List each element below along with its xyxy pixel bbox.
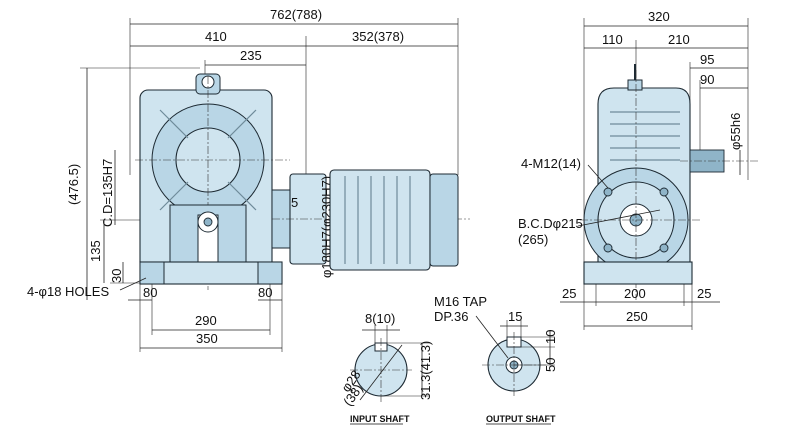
tap-label: M16 TAP (434, 294, 487, 309)
input-key-width-label: 8(10) (365, 311, 395, 326)
input-shaft-detail: 8(10) 31.3(41.3) φ28 (38) INPUT SHAFT (338, 311, 433, 425)
gear-length-label: 410 (205, 29, 227, 44)
base-thickness-label: 30 (109, 269, 124, 283)
input-shaft-caption: INPUT SHAFT (350, 414, 410, 424)
output-key-depth-label: 10 (543, 330, 558, 344)
side-fins (610, 111, 680, 161)
side-right-width-label: 210 (668, 32, 690, 47)
motor-fan-cover (429, 173, 459, 267)
foot-right-label: 80 (258, 285, 272, 300)
side-left-width-label: 110 (602, 32, 623, 47)
motor-fins (344, 176, 411, 264)
tap-depth-label: DP.36 (434, 309, 468, 324)
input-key-height-label: 31.3(41.3) (418, 341, 433, 400)
bcd-alt-label: (265) (518, 232, 548, 247)
side-base (583, 261, 693, 285)
shaft-ext-outer-label: 95 (700, 52, 714, 67)
base-length-label: 350 (196, 331, 218, 346)
output-shaft-half-label: 50 (543, 358, 558, 372)
side-breather (627, 79, 643, 91)
side-overall-width-label: 320 (648, 9, 670, 24)
flange-step-label: 5 (291, 195, 298, 210)
top-offset-label: 235 (240, 48, 262, 63)
bolt-hole (603, 187, 613, 197)
holes-label: 4-φ18 HOLES (27, 284, 109, 299)
shaft-height-label: 135 (88, 240, 103, 262)
front-view: 762(788) 410 352(378) 235 (476.5) C.D=13… (27, 7, 470, 352)
motor-length-label: 352(378) (352, 29, 404, 44)
overall-length-label: 762(788) (270, 7, 322, 22)
thread-label: 4-M12(14) (521, 156, 581, 171)
output-key-width-label: 15 (508, 309, 522, 324)
base-width-label: 250 (626, 309, 648, 324)
base-left-label: 25 (562, 286, 576, 301)
hole-spacing-label: 290 (195, 313, 217, 328)
shaft-dia-label: φ55h6 (728, 113, 743, 150)
bcd-label: B.C.Dφ215 (518, 216, 583, 231)
bolt-hole (659, 243, 669, 253)
output-shaft-detail: M16 TAP DP.36 15 10 50 OUTPUT SHAFT (434, 294, 558, 425)
output-shaft-caption: OUTPUT SHAFT (486, 414, 556, 424)
side-view: 320 110 210 95 90 φ55h6 (518, 9, 760, 330)
center-distance-label: C.D=135H7 (100, 159, 115, 227)
base-mid-label: 200 (624, 286, 646, 301)
shaft-ext-inner-label: 90 (700, 72, 714, 87)
overall-height-label: (476.5) (66, 164, 81, 205)
bolt-hole (603, 243, 613, 253)
bolt-hole (659, 187, 669, 197)
base-right-label: 25 (697, 286, 711, 301)
foot-left-label: 80 (143, 285, 157, 300)
